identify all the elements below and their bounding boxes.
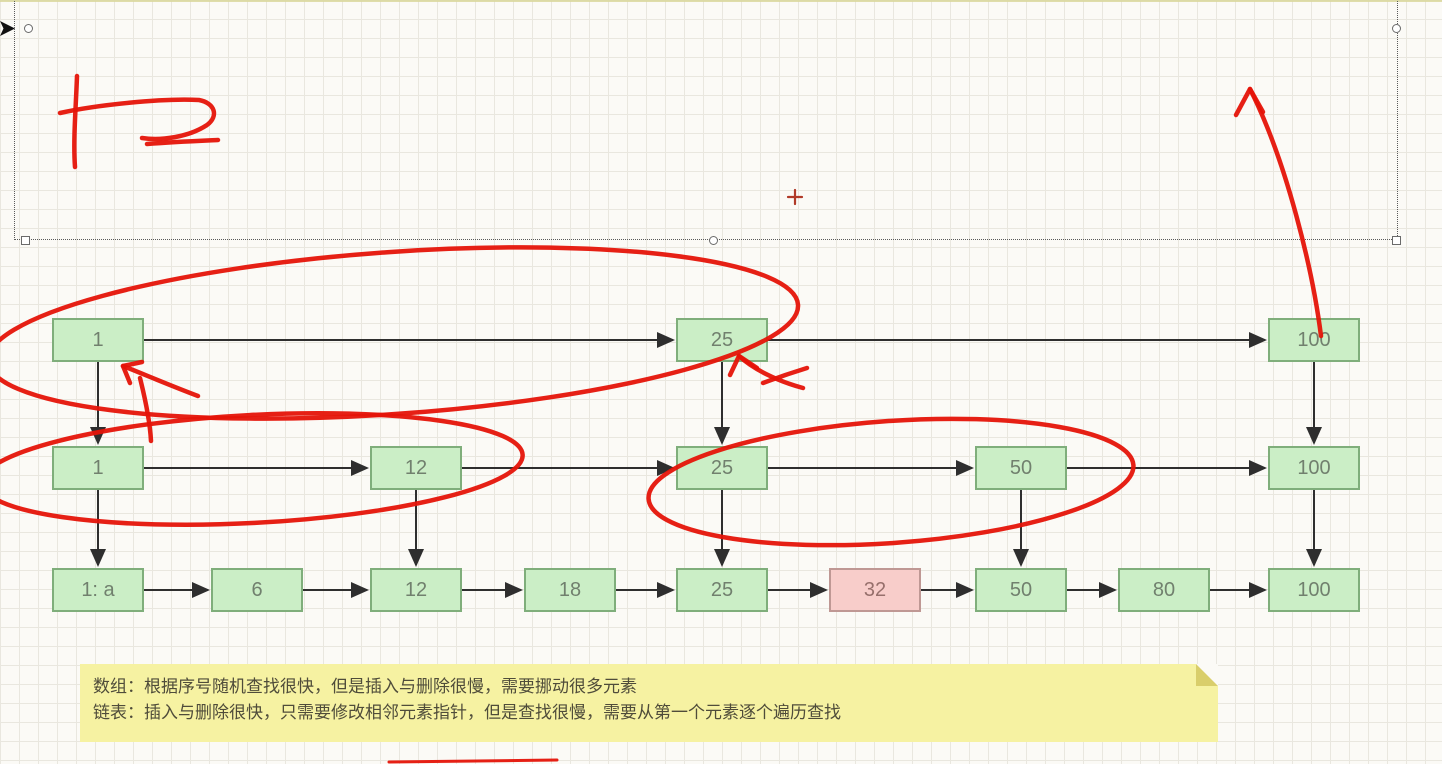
note-folded-corner-icon xyxy=(1196,664,1218,686)
skiplist-node-middle-50: 50 xyxy=(975,446,1067,490)
skiplist-node-bottom-12: 12 xyxy=(370,568,462,612)
note-line-linkedlist: 链表：插入与删除很快，只需要修改相邻元素指针，但是查找很慢，需要从第一个元素逐个… xyxy=(93,703,841,722)
skiplist-node-bottom-1a: 1: a xyxy=(52,568,144,612)
skiplist-node-bottom-32: 32 xyxy=(829,568,921,612)
sticky-note[interactable]: 数组：根据序号随机查找很快，但是插入与删除很慢，需要挪动很多元素 链表：插入与删… xyxy=(80,664,1218,742)
selection-handle-right[interactable] xyxy=(1392,24,1401,33)
skiplist-node-top-100: 100 xyxy=(1268,318,1360,362)
skiplist-node-bottom-80: 80 xyxy=(1118,568,1210,612)
selection-handle-bottom-right[interactable] xyxy=(1392,236,1401,245)
skiplist-node-top-25: 25 xyxy=(676,318,768,362)
skiplist-node-bottom-100: 100 xyxy=(1268,568,1360,612)
skiplist-node-bottom-18: 18 xyxy=(524,568,616,612)
skiplist-node-middle-25: 25 xyxy=(676,446,768,490)
skiplist-node-bottom-6: 6 xyxy=(211,568,303,612)
selection-handle-bottom-middle[interactable] xyxy=(709,236,718,245)
selection-handle-bottom-left[interactable] xyxy=(21,236,30,245)
skiplist-node-bottom-25: 25 xyxy=(676,568,768,612)
skiplist-node-middle-1: 1 xyxy=(52,446,144,490)
selection-handle-left[interactable] xyxy=(24,24,33,33)
note-line-array: 数组：根据序号随机查找很快，但是插入与删除很慢，需要挪动很多元素 xyxy=(93,677,637,696)
top-edge-line xyxy=(0,0,1442,2)
selection-rectangle[interactable] xyxy=(14,0,1398,240)
skiplist-node-middle-12: 12 xyxy=(370,446,462,490)
skiplist-node-top-1: 1 xyxy=(52,318,144,362)
skiplist-node-middle-100: 100 xyxy=(1268,446,1360,490)
skiplist-node-bottom-50: 50 xyxy=(975,568,1067,612)
